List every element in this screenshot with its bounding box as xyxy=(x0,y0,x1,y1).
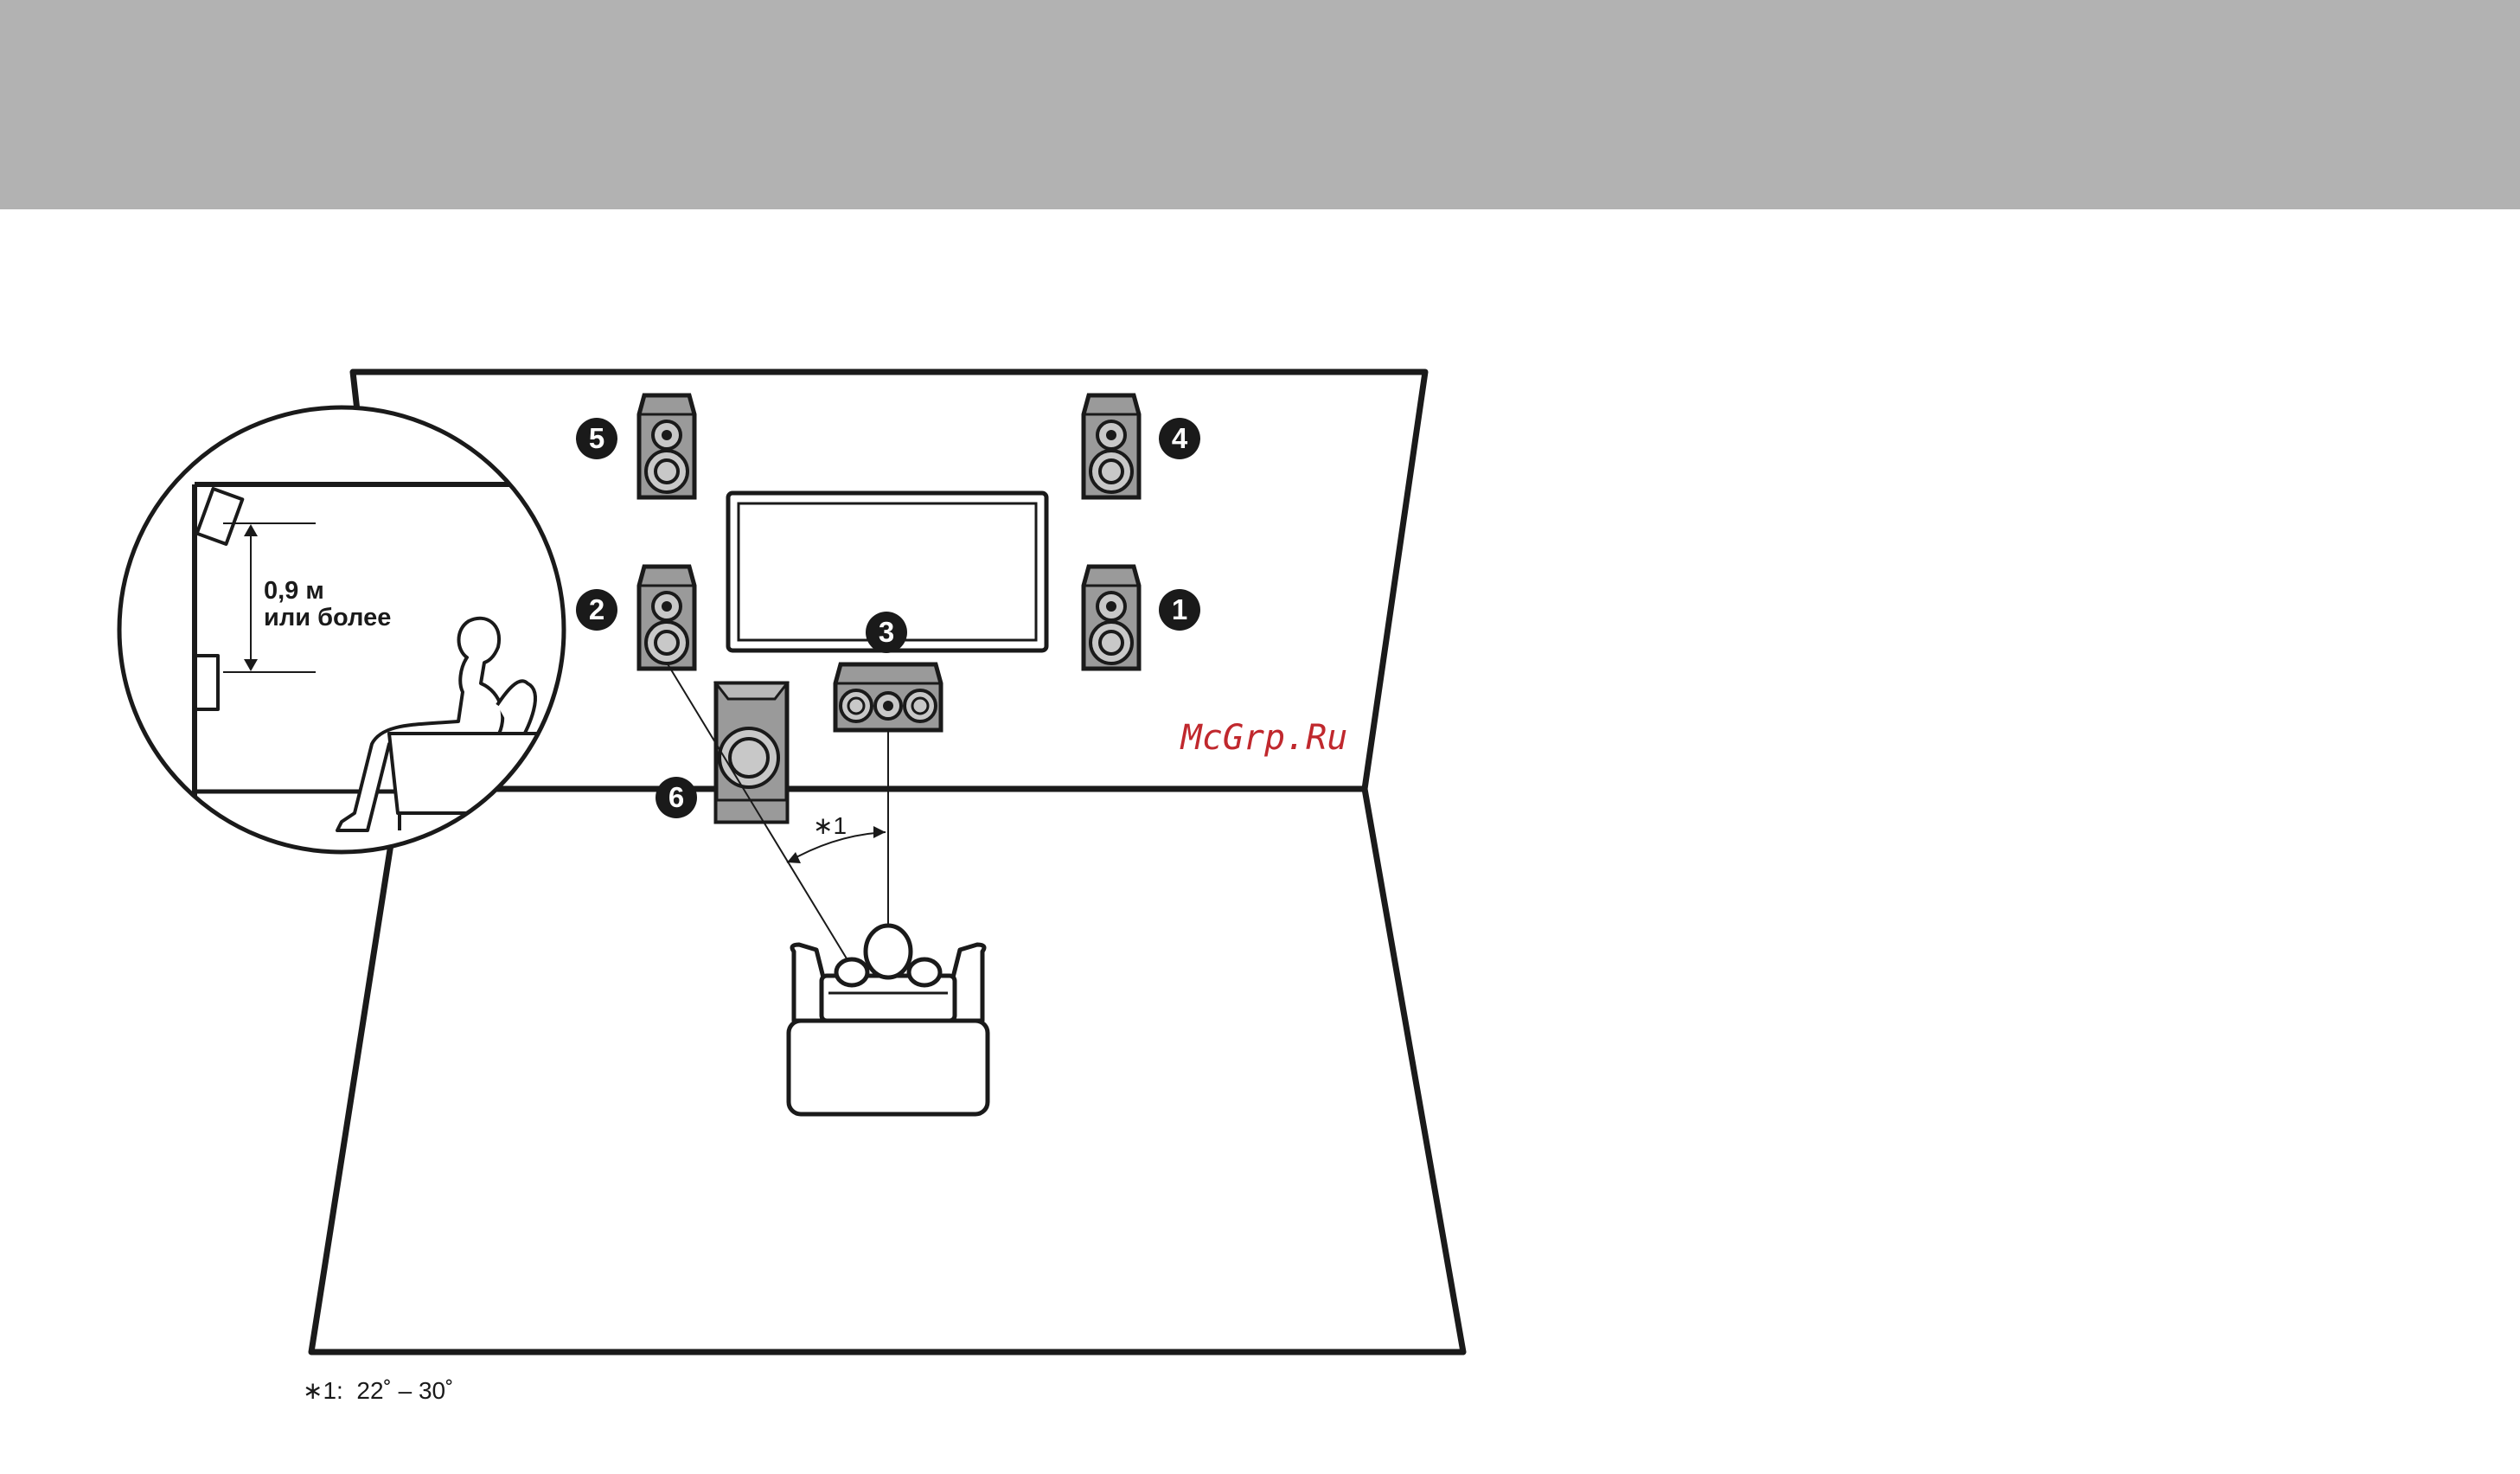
watermark: McGrp.Ru xyxy=(1180,718,1348,758)
badge-2: 2 xyxy=(576,589,617,631)
speaker-front-left xyxy=(639,567,694,669)
speaker-front-right xyxy=(1084,567,1139,669)
badge-2-number: 2 xyxy=(589,593,604,625)
badge-4: 4 xyxy=(1159,418,1200,459)
angle-marker: ∗1 xyxy=(813,812,847,839)
speaker-front-right-high xyxy=(1084,395,1139,497)
height-label-line1: 0,9 м xyxy=(264,577,324,605)
badge-1-number: 1 xyxy=(1172,593,1187,625)
badge-6-number: 6 xyxy=(668,781,684,813)
badge-6: 6 xyxy=(656,777,697,818)
listener-sofa xyxy=(789,926,988,1114)
height-label-line2: или более xyxy=(264,604,391,631)
badge-3: 3 xyxy=(866,612,907,653)
badge-5-number: 5 xyxy=(589,422,604,454)
speaker-front-left-high xyxy=(639,395,694,497)
badge-4-number: 4 xyxy=(1172,422,1188,454)
footnote: ∗1: 22˚ – 30˚ xyxy=(303,1377,453,1404)
badge-5: 5 xyxy=(576,418,617,459)
badge-3-number: 3 xyxy=(879,616,894,648)
badge-1: 1 xyxy=(1159,589,1200,631)
speaker-center xyxy=(835,664,941,730)
